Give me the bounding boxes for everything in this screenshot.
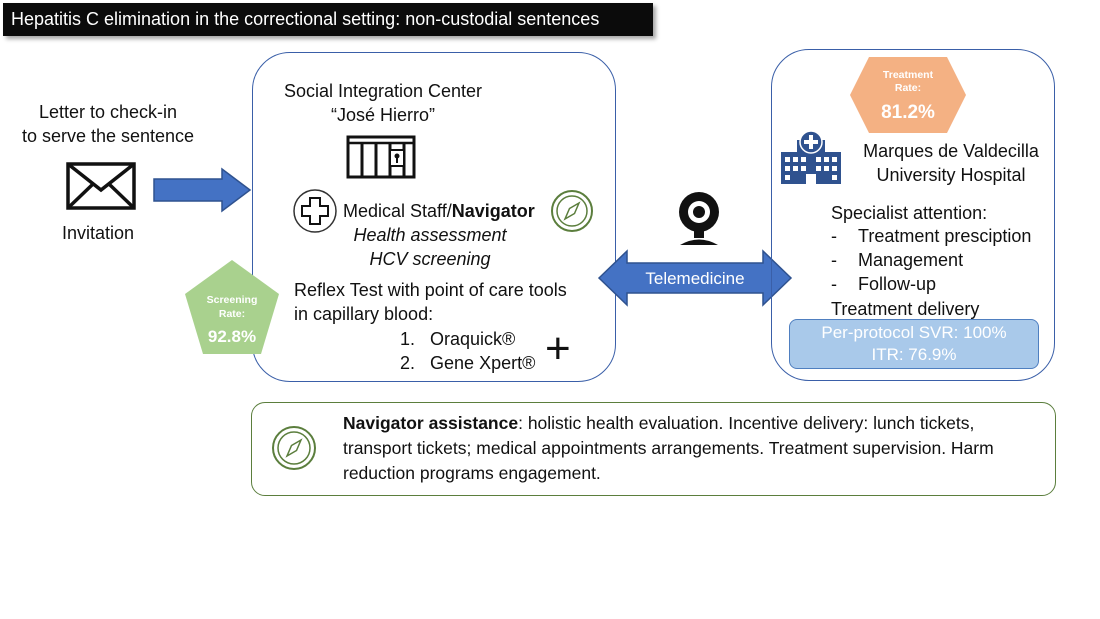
tool-item: 1. Oraquick®: [400, 327, 515, 351]
letter-line-1: Letter to check-in: [38, 102, 178, 122]
hospital-panel: [771, 49, 1055, 381]
social-integration-panel: [252, 52, 616, 382]
envelope-icon: [66, 162, 136, 210]
specialist-item: - Management: [831, 248, 963, 272]
outcomes-box: Per-protocol SVR: 100% ITR: 76.9%: [789, 319, 1039, 369]
item-dash: -: [831, 226, 837, 246]
navigator-assistance-text: Navigator assistance: holistic health ev…: [343, 411, 1043, 486]
webcam-icon: [679, 192, 719, 245]
center-name: Social Integration Center “José Hierro”: [252, 79, 514, 127]
medical-staff-prefix: Medical Staff/: [343, 201, 452, 221]
item-label: Treatment presciption: [858, 226, 1032, 246]
tool-item: 2. Gene Xpert®: [400, 351, 535, 375]
treatment-rate-badge: Treatment Rate: 81.2%: [850, 57, 966, 133]
specialist-attention: Specialist attention:: [831, 203, 988, 223]
screening-rate-badge: Screening Rate: 92.8%: [185, 260, 279, 354]
medical-staff-label: Medical Staff/Navigator: [343, 199, 535, 223]
reflex-test-line-2: in capillary blood:: [294, 304, 434, 324]
center-name-line-2: “José Hierro”: [330, 105, 436, 125]
treatment-delivery: Treatment delivery: [831, 299, 980, 319]
compass-icon: [551, 190, 593, 232]
medical-cross-icon: [293, 189, 337, 233]
plus-sign: +: [545, 324, 571, 373]
telemedicine-arrow: Telemedicine: [597, 249, 793, 307]
itr-value: ITR: 76.9%: [871, 345, 957, 364]
health-assessment: Health assessment: [353, 225, 507, 245]
screening-label-line-1: Screening: [207, 294, 258, 306]
specialist-item: - Treatment presciption: [831, 224, 1031, 248]
screening-label-line-2: Rate:: [219, 308, 245, 320]
hospital-name-line-1: Marques de Valdecilla: [863, 141, 1039, 161]
treatment-label-line-1: Treatment: [883, 69, 934, 81]
screening-rate-value: 92.8%: [208, 327, 256, 346]
navigator-assistance-box: [251, 402, 1056, 496]
hospital-icon: [781, 130, 841, 184]
letter-text: Letter to check-in to serve the sentence: [8, 100, 208, 148]
hospital-name-line-2: University Hospital: [876, 165, 1026, 185]
tool-number: 2.: [400, 353, 416, 373]
arrow-to-center: [153, 167, 252, 213]
item-label: Follow-up: [858, 274, 937, 294]
navigator-assistance-title: Navigator assistance: [343, 413, 519, 433]
hospital-name: Marques de Valdecilla University Hospita…: [848, 139, 1054, 187]
item-dash: -: [831, 250, 837, 270]
telemedicine-label: Telemedicine: [645, 269, 744, 288]
item-dash: -: [831, 274, 837, 294]
invitation-caption: Invitation: [62, 223, 135, 243]
specialist-item: - Follow-up: [831, 272, 936, 296]
jail-cell-icon: [346, 135, 416, 179]
svr-value: Per-protocol SVR: 100%: [821, 323, 1007, 342]
tool-label: Oraquick®: [430, 329, 516, 349]
center-name-line-1: Social Integration Center: [283, 81, 483, 101]
reflex-test-line-1: Reflex Test with point of care tools: [294, 280, 567, 300]
item-label: Management: [858, 250, 964, 270]
letter-line-2: to serve the sentence: [21, 126, 195, 146]
tool-label: Gene Xpert®: [430, 353, 536, 373]
treatment-label-line-2: Rate:: [895, 82, 921, 94]
navigator-assistance-body: : holistic health evaluation. Incentive …: [343, 413, 994, 483]
navigator-label: Navigator: [451, 201, 535, 221]
tool-number: 1.: [400, 329, 416, 349]
compass-icon: [272, 426, 316, 470]
hcv-screening: HCV screening: [369, 249, 491, 269]
treatment-rate-value: 81.2%: [881, 102, 935, 123]
page-title: Hepatitis C elimination in the correctio…: [3, 3, 653, 36]
